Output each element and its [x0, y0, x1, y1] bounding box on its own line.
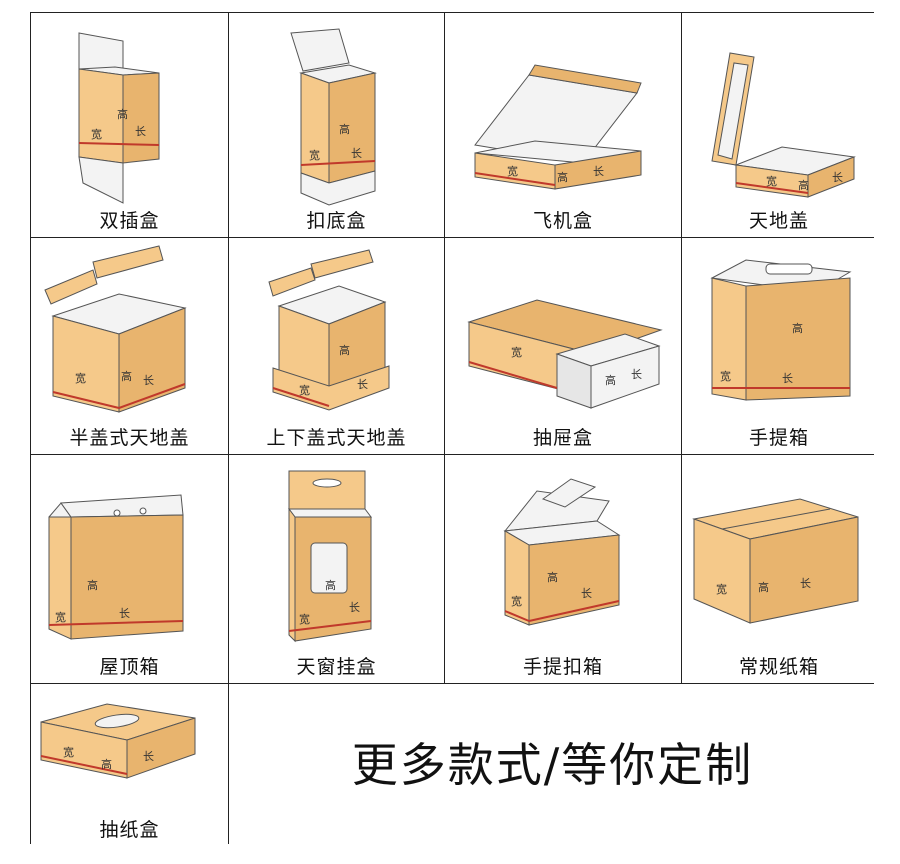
box-cell-half-lid: 宽 高 长 半盖式天地盖	[31, 238, 228, 454]
handle-carton-icon: 宽 高 长	[710, 259, 852, 401]
more-styles-panel: 更多款式/等你定制	[229, 684, 876, 846]
box-label: 天地盖	[748, 210, 809, 232]
box-cell-double-tuck: 宽 高 长 双插盒	[31, 13, 228, 237]
drawer-box-icon: 宽 高 长	[467, 299, 663, 409]
height-mark: 高	[117, 107, 128, 121]
width-mark: 宽	[511, 345, 522, 359]
box-label: 屋顶箱	[99, 656, 160, 678]
length-mark: 长	[351, 147, 362, 160]
width-mark: 宽	[91, 127, 102, 141]
length-mark: 长	[593, 165, 604, 178]
box-label: 半盖式天地盖	[69, 427, 190, 449]
box-cell-gable-roof: 宽 高 长 屋顶箱	[31, 455, 228, 683]
box-label: 手提扣箱	[522, 656, 603, 678]
regular-carton-icon: 宽 高 长	[692, 498, 859, 624]
width-mark: 宽	[507, 164, 518, 178]
box-label: 常规纸箱	[738, 656, 819, 678]
length-mark: 长	[631, 368, 642, 381]
length-mark: 长	[800, 577, 811, 590]
tissue-box-icon: 宽 高 长	[40, 703, 196, 779]
height-mark: 高	[605, 373, 616, 387]
box-cell-lid-base: 宽 高 长 天地盖	[682, 13, 876, 237]
length-mark: 长	[135, 125, 146, 138]
length-mark: 长	[782, 372, 793, 385]
box-label: 抽屉盒	[532, 427, 593, 449]
length-mark: 长	[357, 378, 368, 391]
height-mark: 高	[547, 570, 558, 584]
window-hanger-box-icon: 宽 高 长	[288, 470, 372, 643]
height-mark: 高	[87, 578, 98, 592]
box-label: 扣底盒	[306, 210, 367, 232]
width-mark: 宽	[309, 148, 320, 162]
box-label: 抽纸盒	[99, 819, 160, 841]
height-mark: 高	[339, 122, 350, 136]
box-cell-lock-bottom: 宽 高 长 扣底盒	[229, 13, 444, 237]
height-mark: 高	[101, 757, 112, 771]
more-styles-text: 更多款式/等你定制	[351, 738, 754, 792]
width-mark: 宽	[75, 371, 86, 385]
box-cell-top-bottom-lid: 宽 高 长 上下盖式天地盖	[229, 238, 444, 454]
height-mark: 高	[758, 580, 769, 594]
box-label: 天窗挂盒	[296, 656, 377, 678]
width-mark: 宽	[511, 594, 522, 608]
box-label: 双插盒	[99, 210, 160, 232]
box-cell-regular-carton: 宽 高 长 常规纸箱	[682, 455, 876, 683]
gable-roof-box-icon: 宽 高 长	[48, 494, 184, 640]
length-mark: 长	[832, 171, 843, 184]
box-cell-handle-carton: 宽 高 长 手提箱	[682, 238, 876, 454]
box-label: 上下盖式天地盖	[266, 427, 407, 449]
height-mark: 高	[325, 578, 336, 592]
width-mark: 宽	[55, 610, 66, 624]
length-mark: 长	[581, 587, 592, 600]
width-mark: 宽	[63, 745, 74, 759]
box-label: 飞机盒	[532, 210, 593, 232]
box-cell-handle-lock: 宽 高 长 手提扣箱	[445, 455, 681, 683]
height-mark: 高	[339, 343, 350, 357]
box-cell-drawer: 宽 高 长 抽屉盒	[445, 238, 681, 454]
height-mark: 高	[792, 321, 803, 335]
lock-bottom-box-icon: 宽 高 长	[290, 28, 377, 206]
length-mark: 长	[349, 601, 360, 614]
double-tuck-box-icon: 宽 高 长	[78, 32, 160, 204]
width-mark: 宽	[299, 612, 310, 626]
box-cell-tissue: 宽 高 长 抽纸盒	[31, 684, 228, 846]
lid-base-box-icon: 宽 高 长	[711, 52, 856, 198]
mailer-box-icon: 宽 高 长	[474, 64, 642, 190]
length-mark: 长	[143, 750, 154, 763]
top-bottom-lid-box-icon: 宽 高 长	[268, 249, 390, 411]
half-lid-box-icon: 宽 高 长	[44, 245, 187, 413]
height-mark: 高	[121, 369, 132, 383]
length-mark: 长	[143, 374, 154, 387]
width-mark: 宽	[766, 174, 777, 188]
width-mark: 宽	[299, 383, 310, 397]
width-mark: 宽	[720, 369, 731, 383]
length-mark: 长	[119, 607, 130, 620]
height-mark: 高	[798, 178, 809, 192]
box-cell-window-hanger: 宽 高 长 天窗挂盒	[229, 455, 444, 683]
box-style-grid: 宽 高 长 双插盒 宽 高 长 扣底盒 宽 高	[30, 12, 876, 846]
box-label: 手提箱	[748, 427, 809, 449]
box-cell-mailer: 宽 高 长 飞机盒	[445, 13, 681, 237]
width-mark: 宽	[716, 582, 727, 596]
handle-lock-box-icon: 宽 高 长	[503, 478, 621, 626]
height-mark: 高	[557, 170, 568, 184]
